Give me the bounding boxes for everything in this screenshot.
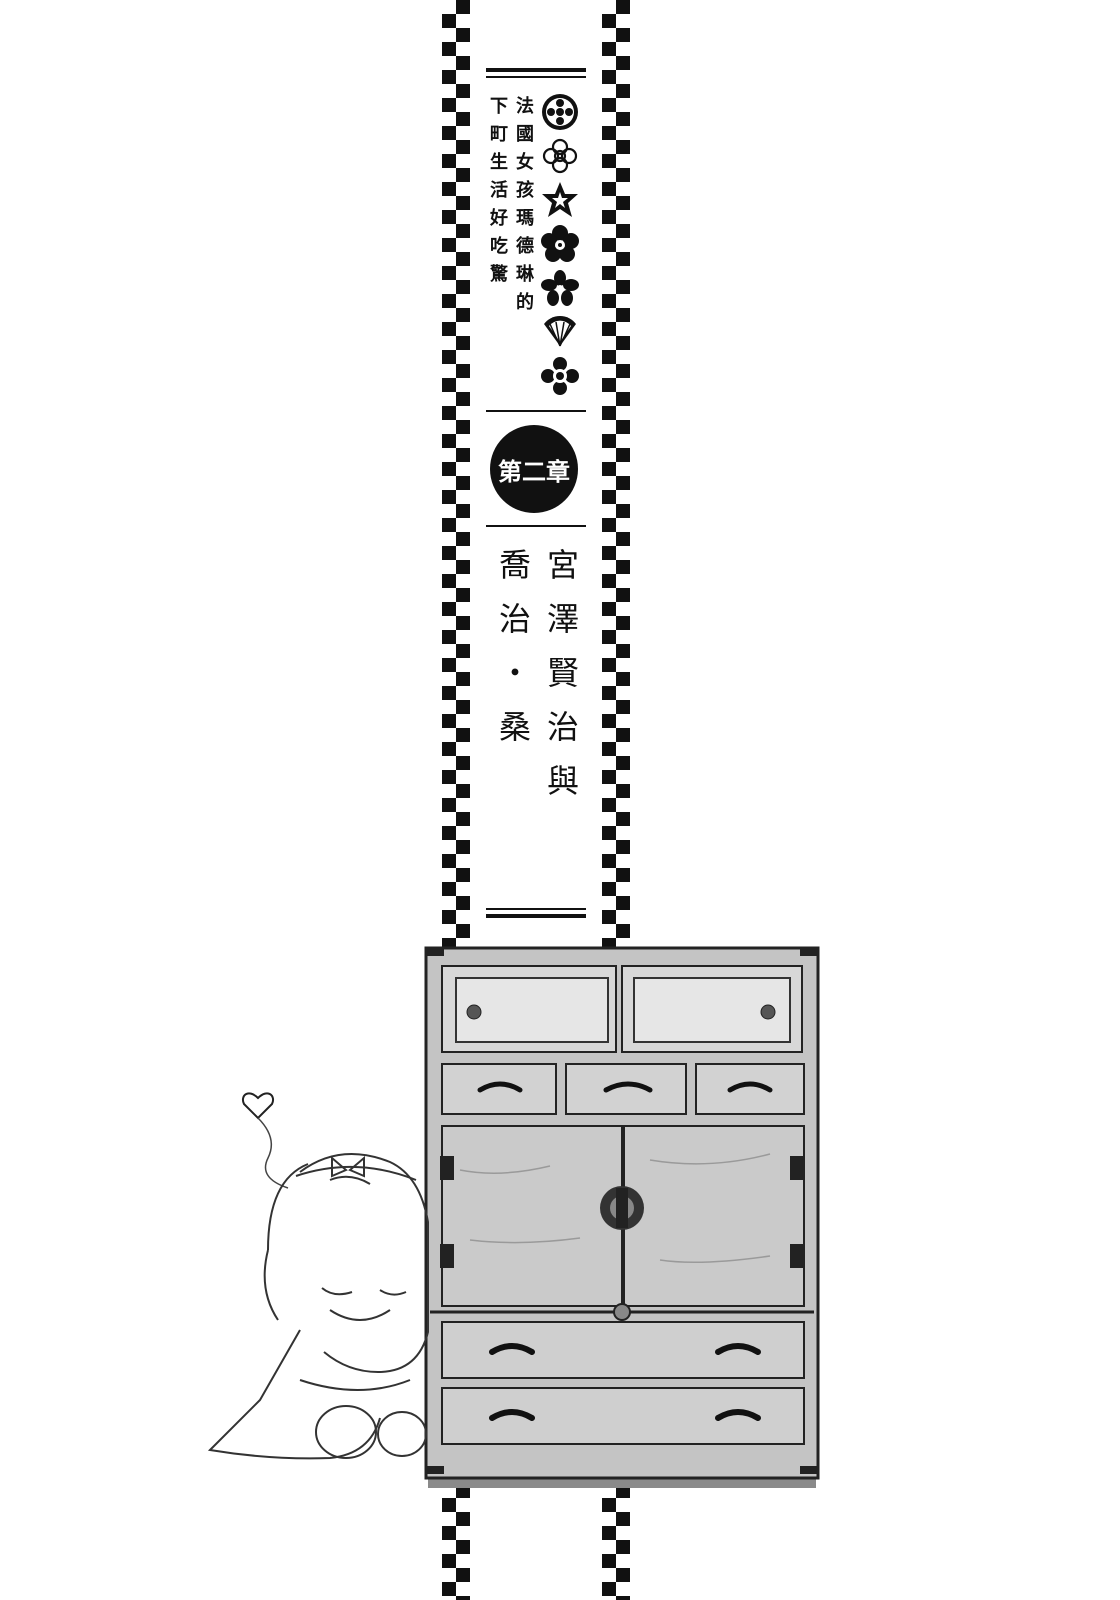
star-flower-crest-icon [542,182,578,217]
ring-crest-icon [542,94,578,130]
four-petal-crest-icon [541,357,579,395]
knot-crest-icon [542,138,578,174]
top-rule-thin [486,76,586,78]
top-rule-thick [486,68,586,72]
crest-column [540,92,584,400]
series-title-line2: 下町生活好吃驚 [487,96,508,292]
folding-fan-crest-icon [544,316,576,347]
badge-rule-top [486,410,586,412]
chapter-badge: 第二章 [490,425,578,513]
plum-blossom-crest-icon [541,225,579,262]
bottom-rule-thick [486,914,586,918]
badge-rule-bottom [486,525,586,527]
cherry-blossom-crest-icon [541,270,579,306]
chapter-title-line2: 喬治・桑 [494,548,532,764]
series-title-line1: 法國女孩瑪德琳的 [513,96,534,320]
chapter-title-line1: 宮澤賢治與 [542,548,580,818]
bottom-rule-thin [486,908,586,910]
